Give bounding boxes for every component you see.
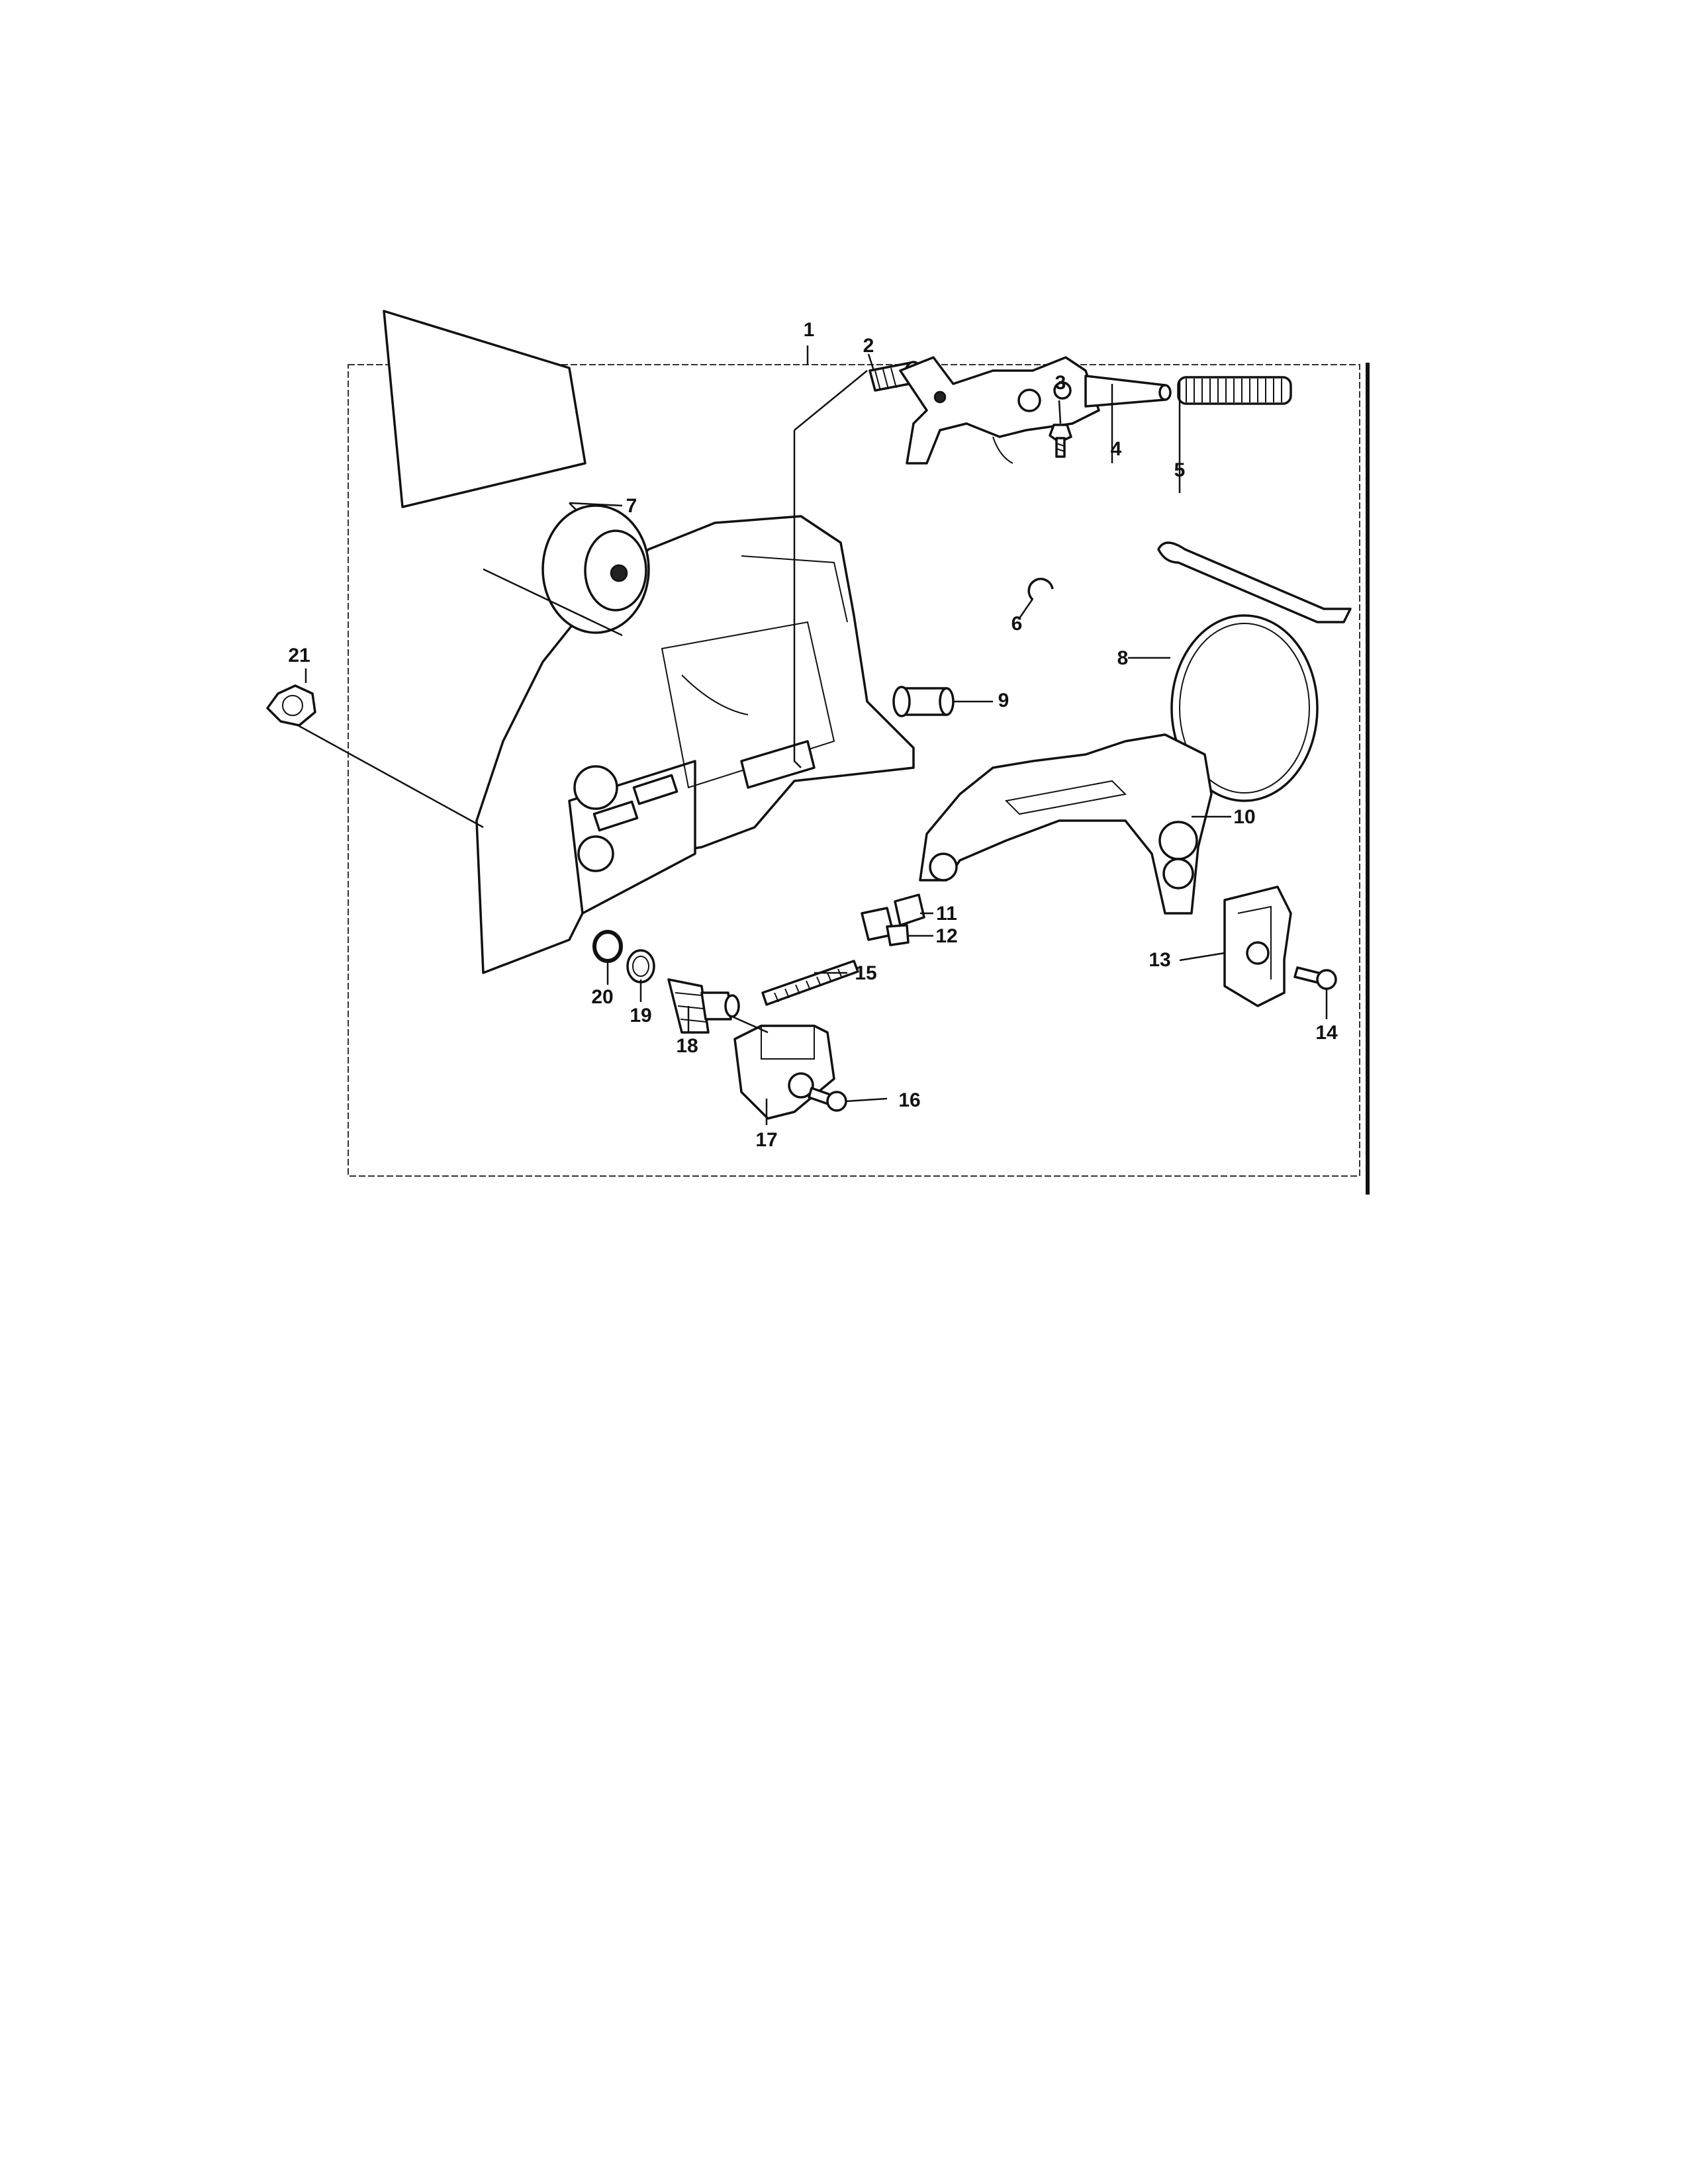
callout-16: 16 [898,1089,920,1111]
brake-lever-part-4 [899,356,1172,465]
nut-part-21 [266,684,316,727]
guard-part-13 [1223,886,1292,1007]
oring-part-20 [592,930,623,963]
callout-labels: 1 2 3 4 5 6 7 8 9 10 11 12 13 14 15 16 1… [288,319,1338,1151]
callout-2: 2 [863,335,874,357]
callout-8: 8 [1117,647,1129,669]
washer-part-19 [626,949,655,983]
callout-12: 12 [935,925,957,947]
callout-21: 21 [288,645,310,666]
callout-10: 10 [1233,806,1255,828]
callout-18: 18 [676,1035,698,1057]
callout-19: 19 [630,1005,651,1026]
adjusting-screw-part-15 [761,960,859,1006]
callout-9: 9 [998,690,1009,711]
assembly-frame [348,364,1360,1177]
gear-part-18 [667,978,740,1034]
clip-part-6 [1027,578,1054,601]
brake-band-part-8 [1157,541,1352,802]
callout-11: 11 [936,903,957,925]
callout-5: 5 [1174,459,1186,481]
callout-17: 17 [755,1129,777,1151]
brake-cover-housing [475,515,915,974]
decal-part-7 [383,310,586,508]
nut-part-11 [894,893,925,927]
callout-4: 4 [1111,438,1122,460]
spring-part-5 [1177,376,1292,405]
callout-3: 3 [1055,372,1066,394]
bracket-part-17 [733,1024,835,1120]
bushing-part-9 [892,686,955,717]
callout-20: 20 [591,986,613,1008]
screw-part-14 [1293,966,1337,990]
callout-6: 6 [1011,613,1023,635]
leader-lines [297,345,1328,1125]
callout-14: 14 [1315,1022,1338,1044]
callout-13: 13 [1149,949,1170,971]
sleeve-part-12 [861,907,910,946]
callout-7: 7 [626,495,637,517]
clutch-drum-boss [541,504,650,634]
screw-part-3 [1049,424,1072,458]
callout-15: 15 [855,962,876,984]
cover-part-10 [919,733,1213,915]
screw-part-16 [808,1087,847,1112]
callout-1: 1 [804,319,815,341]
